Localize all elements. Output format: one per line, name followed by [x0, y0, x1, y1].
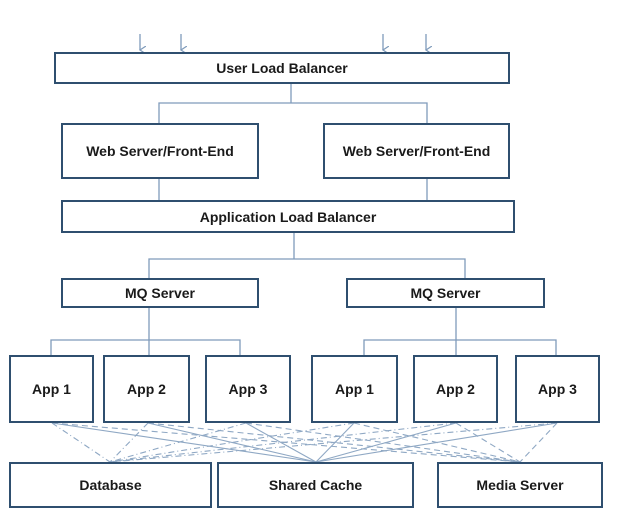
link-app-database — [109, 422, 558, 463]
app-2-group-a: App 2 — [103, 355, 190, 423]
link-app-media — [51, 422, 521, 463]
database: Database — [9, 462, 212, 508]
app-1-group-a: App 1 — [9, 355, 94, 423]
app-2-group-b: App 2 — [413, 355, 498, 423]
connector-ulb-web — [158, 102, 428, 123]
link-app-cache — [245, 422, 317, 463]
tree-connectors — [50, 84, 557, 355]
app-3-group-b: App 3 — [515, 355, 600, 423]
link-app-media — [147, 422, 521, 463]
mq-server-2: MQ Server — [346, 278, 545, 308]
connector-mq-apps — [50, 339, 241, 355]
link-app-media — [245, 422, 521, 463]
link-app-media — [519, 422, 558, 463]
app-3-group-a: App 3 — [205, 355, 291, 423]
link-app-media — [455, 422, 521, 463]
application-load-balancer: Application Load Balancer — [61, 200, 515, 233]
user-load-balancer: User Load Balancer — [54, 52, 510, 84]
web-server-front-end-1: Web Server/Front-End — [61, 123, 259, 179]
link-app-media — [353, 422, 521, 463]
link-app-cache — [51, 422, 317, 463]
incoming-arrows — [140, 34, 426, 50]
link-app-database — [109, 422, 149, 463]
app-1-group-b: App 1 — [311, 355, 398, 423]
link-app-database — [51, 422, 111, 463]
connector-alb-mq — [148, 258, 466, 278]
mq-server-1: MQ Server — [61, 278, 259, 308]
connector-mq-apps — [363, 339, 557, 355]
link-app-cache — [147, 422, 317, 463]
shared-cache: Shared Cache — [217, 462, 414, 508]
link-app-database — [109, 422, 355, 463]
link-app-database — [109, 422, 247, 463]
web-server-front-end-2: Web Server/Front-End — [323, 123, 510, 179]
media-links — [51, 422, 558, 463]
media-server: Media Server — [437, 462, 603, 508]
